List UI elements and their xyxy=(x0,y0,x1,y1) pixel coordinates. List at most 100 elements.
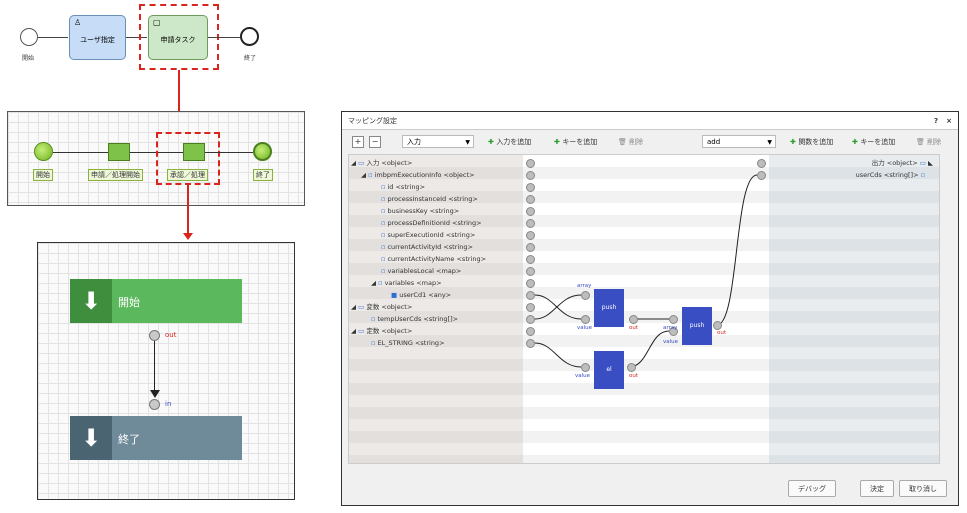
port[interactable] xyxy=(526,291,535,300)
delete-label: 削除 xyxy=(629,138,644,146)
start-node[interactable] xyxy=(34,142,53,161)
apply-task[interactable]: ▢ 申請タスク xyxy=(148,15,208,60)
delete-button-right[interactable]: 🗑 削除 xyxy=(916,137,941,147)
dialog-title: マッピング設定 ? × xyxy=(342,112,958,130)
tree-row[interactable]: ▫ currentActivityName <string> xyxy=(381,255,487,263)
mapping-canvas: ◢ ▭ 入力 <object> ◢ ▫ imbpmExecutionInfo <… xyxy=(348,154,940,464)
function-box-push[interactable]: push xyxy=(594,289,624,327)
func1-out-port[interactable] xyxy=(629,315,638,324)
func2-in1-label: array xyxy=(663,325,678,331)
cancel-button[interactable]: 取り消し xyxy=(899,480,947,497)
tree-row[interactable]: ▫ processDefinitionId <string> xyxy=(381,219,482,227)
end-node[interactable] xyxy=(253,142,272,161)
function-select[interactable]: add ▼ xyxy=(702,135,776,148)
end-event[interactable] xyxy=(240,27,259,46)
ok-label: 決定 xyxy=(870,485,884,493)
tree-row[interactable]: ▫ businessKey <string> xyxy=(381,207,460,215)
step1-label: 申請／処理開始 xyxy=(88,169,143,181)
port[interactable] xyxy=(526,195,535,204)
func2-in-port[interactable] xyxy=(669,315,678,324)
port[interactable] xyxy=(526,327,535,336)
port[interactable] xyxy=(526,231,535,240)
port[interactable] xyxy=(526,171,535,180)
function-box-push-2[interactable]: push xyxy=(682,307,712,345)
func2-out-port[interactable] xyxy=(713,321,722,330)
connector-arrow xyxy=(150,390,160,398)
port[interactable] xyxy=(526,339,535,348)
output-row[interactable]: userCds <string[]> ▫ xyxy=(855,171,925,179)
tree-row[interactable]: ◢ ▫ imbpmExecutionInfo <object> xyxy=(361,171,475,179)
out-port[interactable] xyxy=(149,330,160,341)
debug-label: デバッグ xyxy=(798,485,826,493)
add-input-button[interactable]: ✚ 入力を追加 xyxy=(488,137,531,147)
tree-row[interactable]: ◢ ▫ variables <map> xyxy=(371,279,442,287)
debug-button[interactable]: デバッグ xyxy=(788,480,836,497)
add-key-button-right[interactable]: ✚ キーを追加 xyxy=(852,137,895,147)
start-node-label: 開始 xyxy=(33,169,53,181)
process-icon[interactable] xyxy=(108,143,130,161)
output-row[interactable]: 出力 <object> ▭ ◣ xyxy=(871,159,933,167)
port[interactable] xyxy=(526,219,535,228)
func1-in-port[interactable] xyxy=(581,291,590,300)
tree-row-label: id <string> xyxy=(387,183,426,191)
func1-in2-label: value xyxy=(577,325,593,331)
bpmn-diagram: 開始 ♙ ユーザ指定 ▢ 申請タスク 終了 xyxy=(0,0,300,110)
ok-button[interactable]: 決定 xyxy=(860,480,894,497)
tree-row[interactable]: ◢ ▭ 変数 <object> xyxy=(351,303,413,311)
tree-row[interactable]: ▫ tempUserCds <string[]> xyxy=(371,315,459,323)
tree-row[interactable]: ▫ superExecutionId <string> xyxy=(381,231,476,239)
add-function-button[interactable]: ✚ 関数を追加 xyxy=(790,137,833,147)
user-task[interactable]: ♙ ユーザ指定 xyxy=(69,15,126,60)
expand-icon[interactable]: + xyxy=(352,136,364,148)
tree-row[interactable]: ■ userCd1 <any> xyxy=(391,291,452,299)
cancel-label: 取り消し xyxy=(909,485,937,493)
port[interactable] xyxy=(757,159,766,168)
delete-button[interactable]: 🗑 削除 xyxy=(618,137,643,147)
approve-icon[interactable] xyxy=(183,143,205,161)
port[interactable] xyxy=(526,183,535,192)
func3-in-port[interactable] xyxy=(581,363,590,372)
tree-row[interactable]: ▫ processInstanceId <string> xyxy=(381,195,478,203)
trash-icon: 🗑 xyxy=(916,138,928,146)
tree-row-label: imbpmExecutionInfo <object> xyxy=(374,171,475,179)
tree-row[interactable]: ▫ id <string> xyxy=(381,183,426,191)
port[interactable] xyxy=(526,255,535,264)
trash-icon: 🗑 xyxy=(618,138,630,146)
dialog-title-text: マッピング設定 xyxy=(348,117,397,125)
port[interactable] xyxy=(526,267,535,276)
tree-row[interactable]: ◢ ▭ 入力 <object> xyxy=(351,159,413,167)
port[interactable] xyxy=(526,207,535,216)
tree-row-label: tempUserCds <string[]> xyxy=(377,315,459,323)
input-select[interactable]: 入力 ▼ xyxy=(402,135,474,148)
in-port[interactable] xyxy=(149,399,160,410)
func1-in-port[interactable] xyxy=(581,315,590,324)
port[interactable] xyxy=(526,243,535,252)
end-node-label: 終了 xyxy=(253,169,273,181)
tree-row[interactable]: ▫ variablesLocal <map> xyxy=(381,267,462,275)
add-key-button[interactable]: ✚ キーを追加 xyxy=(554,137,597,147)
arrow-head xyxy=(183,233,193,240)
port[interactable] xyxy=(526,315,535,324)
end-block[interactable]: ⬇ 終了 xyxy=(70,416,242,460)
start-event[interactable] xyxy=(20,28,38,46)
tree-row[interactable]: ▫ EL_STRING <string> xyxy=(371,339,445,347)
port[interactable] xyxy=(526,303,535,312)
plus-icon: ✚ xyxy=(852,138,861,146)
mapping-dialog: マッピング設定 ? × + − 入力 ▼ ✚ 入力を追加 ✚ キーを追加 🗑 削… xyxy=(341,111,959,506)
port[interactable] xyxy=(526,279,535,288)
func3-name: el xyxy=(606,366,612,373)
start-block[interactable]: ⬇ 開始 xyxy=(70,279,242,323)
help-icon[interactable]: ? xyxy=(933,117,938,125)
close-icon[interactable]: × xyxy=(946,117,952,125)
tree-row[interactable]: ▫ currentActivityId <string> xyxy=(381,243,473,251)
flow-arrow xyxy=(205,152,253,153)
function-box-el[interactable]: el xyxy=(594,351,624,389)
task-icon: ▢ xyxy=(153,18,161,27)
port[interactable] xyxy=(526,159,535,168)
func2-in2-label: value xyxy=(663,339,679,345)
func3-out-port[interactable] xyxy=(627,363,636,372)
collapse-icon[interactable]: − xyxy=(369,136,381,148)
port[interactable] xyxy=(757,171,766,180)
tree-row[interactable]: ◢ ▭ 定数 <object> xyxy=(351,327,413,335)
func2-in-port[interactable] xyxy=(669,327,678,336)
